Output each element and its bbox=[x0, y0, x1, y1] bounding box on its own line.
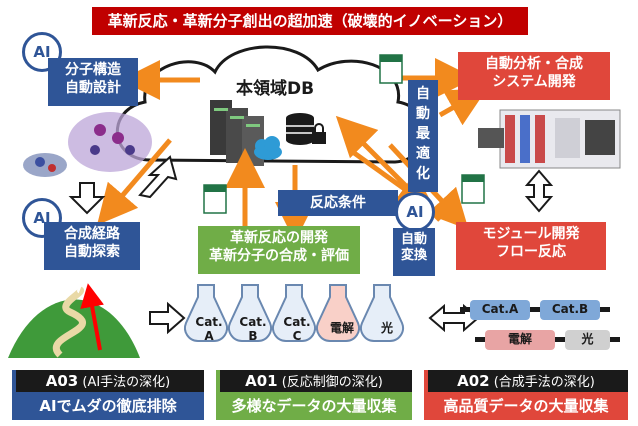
auto-optimization-box: 自 動 最 適 化 bbox=[408, 80, 438, 192]
module-label: Cat.A bbox=[481, 302, 519, 316]
area-sub: (反応制御の深化) bbox=[281, 375, 383, 390]
flask-label-line: Cat. bbox=[239, 315, 267, 329]
box-line: フロー反応 bbox=[496, 243, 566, 260]
flask-label: 光 bbox=[370, 321, 404, 336]
reaction-conditions-box: 反応条件 bbox=[278, 190, 398, 216]
main-title: 革新反応・革新分子創出の超加速（破壊的イノベーション） bbox=[92, 7, 528, 35]
flask-label: Cat.B bbox=[236, 315, 270, 344]
molecule-design-box: 分子構造 自動設計 bbox=[48, 58, 138, 106]
box-line: 合成経路 bbox=[64, 226, 120, 242]
module-development-box: モジュール開発 フロー反応 bbox=[456, 222, 606, 270]
white-arrows bbox=[68, 155, 554, 335]
a03-header: A03 (AI手法の深化) bbox=[12, 370, 204, 392]
flask-label-line: 光 bbox=[380, 321, 393, 335]
box-line: 自動分析・合成 bbox=[485, 56, 583, 72]
a02-stripe bbox=[424, 370, 428, 420]
box-line: 分子構造 bbox=[65, 62, 121, 78]
route-search-box: 合成経路 自動探索 bbox=[44, 222, 140, 270]
box-char: 最 bbox=[416, 126, 430, 142]
box-line: 革新分子の合成・評価 bbox=[209, 247, 349, 264]
box-line: 変換 bbox=[400, 248, 427, 264]
module-label: 光 bbox=[581, 332, 594, 346]
ai-badge: AI bbox=[395, 192, 435, 232]
a01-header: A01 (反応制御の深化) bbox=[216, 370, 412, 392]
flask-label: Cat.A bbox=[192, 315, 226, 344]
box-line: 自動探索 bbox=[64, 243, 120, 260]
a01-body: 多様なデータの大量収集 bbox=[216, 392, 412, 420]
box-line: モジュール開発 bbox=[482, 226, 580, 242]
area-sub: (合成手法の深化) bbox=[493, 375, 595, 390]
box-line: 自動設計 bbox=[65, 79, 121, 96]
flask-label: Cat.C bbox=[280, 315, 314, 344]
flask-label-line: 電解 bbox=[329, 321, 354, 335]
a02-body: 高品質データの大量収集 bbox=[424, 392, 628, 420]
area-code: A02 bbox=[457, 372, 490, 390]
module-label: 電解 bbox=[507, 332, 532, 346]
auto-convert-box: 自動 変換 bbox=[393, 228, 435, 276]
flask-label-line: Cat. bbox=[283, 315, 311, 329]
innovative-development-box: 革新反応の開発 革新分子の合成・評価 bbox=[198, 226, 360, 274]
opt-arrow bbox=[438, 88, 488, 126]
a02-header: A02 (合成手法の深化) bbox=[424, 370, 628, 392]
flask-row bbox=[184, 284, 404, 342]
flask-label: 電解 bbox=[322, 321, 362, 336]
area-code: A03 bbox=[45, 372, 79, 390]
box-char: 適 bbox=[416, 146, 430, 162]
auto-analysis-box: 自動分析・合成 システム開発 bbox=[458, 52, 610, 100]
box-line: システム開発 bbox=[492, 73, 576, 90]
flask-label-line: A bbox=[204, 328, 214, 343]
molecule-image bbox=[23, 112, 152, 177]
a03-body: AIでムダの徹底排除 bbox=[12, 392, 204, 420]
database-lock-icon bbox=[286, 113, 326, 145]
box-char: 化 bbox=[416, 166, 430, 182]
a01-stripe bbox=[216, 370, 220, 420]
flask-label-line: C bbox=[292, 328, 302, 343]
flask-label-line: B bbox=[248, 328, 258, 343]
hill-icon bbox=[8, 283, 140, 358]
equipment-image bbox=[478, 109, 621, 169]
box-char: 動 bbox=[416, 106, 430, 122]
box-line: 革新反応の開発 bbox=[230, 230, 328, 246]
box-char: 自 bbox=[416, 86, 430, 102]
flask-label-line: Cat. bbox=[195, 315, 223, 329]
area-sub: (AI手法の深化) bbox=[82, 375, 171, 390]
area-code: A01 bbox=[245, 372, 278, 390]
ai-badge: AI bbox=[22, 32, 62, 72]
module-label: Cat.B bbox=[551, 302, 589, 316]
spreadsheet-icon bbox=[203, 54, 485, 214]
box-line: 自動 bbox=[400, 232, 427, 247]
db-label: 本領域DB bbox=[236, 79, 315, 99]
module-cylinders bbox=[460, 300, 620, 350]
a03-stripe bbox=[12, 370, 16, 420]
